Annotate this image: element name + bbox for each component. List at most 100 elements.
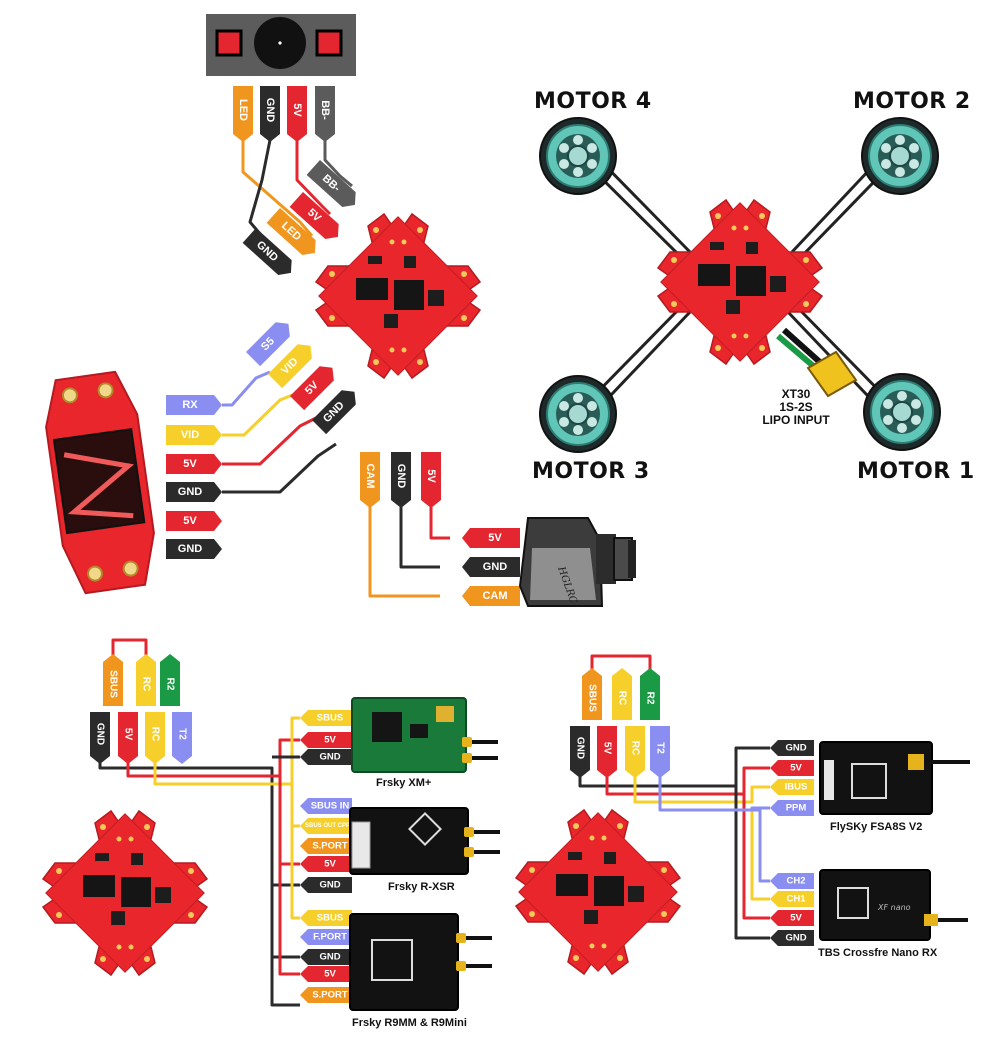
buzzer-pin-bb: BB-	[315, 86, 335, 142]
buzzer-target-bb-0: BB-	[306, 160, 356, 207]
flysky-top-pad-sbus-0-text: SBUS	[587, 684, 598, 712]
buzzer-target-led-2-bg	[266, 208, 316, 255]
frsky-bottom-pad-5v-1-text: 5V	[123, 728, 134, 741]
vtx-pin-5v-2-text: 5V	[183, 458, 197, 470]
frsky-bottom-pad-rc-2: RC	[145, 712, 165, 764]
flysky-bottom-pad-5v-1-text: 5V	[602, 742, 613, 755]
xsr-pin-5v-3: 5V	[300, 856, 352, 872]
frsky-gnd-trunk	[98, 762, 300, 1007]
tbs-pin-5v-2-text: 5V	[790, 913, 802, 924]
frsky-bottom-pad-gnd-0-text: GND	[95, 723, 106, 745]
cam-wire-gnd	[399, 506, 440, 569]
flysky-bottom-pad-rc-2: RC	[625, 726, 645, 778]
r9-pin-5v-3: 5V	[300, 966, 352, 982]
xsr-pin-s-port-2-bg	[300, 838, 352, 854]
buzzer-pin-bb-bg	[315, 86, 335, 142]
xsr-pin-sbus-out-cppm-1-text: SBUS OUT CPPM	[305, 823, 355, 829]
cam-fc-pad-5v-bg	[421, 452, 441, 508]
motor-3	[539, 375, 617, 453]
vtx-pin-gnd-5-bg	[166, 539, 222, 559]
cam-fc-pad-cam-bg	[360, 452, 380, 508]
flysky-top-pad-r2-2-bg	[640, 668, 660, 720]
tbs-pin-ch1-1-bg	[770, 891, 814, 907]
flysky-top-pad-r2-2: R2	[640, 668, 660, 720]
buzzer-target-bb-0-bg	[306, 160, 356, 207]
flysky-bottom-pad-gnd-0: GND	[570, 726, 590, 778]
vtx-pin-rx-0: RX	[166, 395, 222, 415]
cam-pin-5v-text: 5V	[488, 532, 502, 544]
r9-pin-f-port-1-bg	[300, 929, 352, 945]
flysky-bottom-pad-5v-1: 5V	[597, 726, 617, 778]
flysky-top-pad-rc-1-text: RC	[617, 691, 628, 705]
frsky-bottom-pad-t2-3: T2	[172, 712, 192, 764]
vtx-wire-5v	[222, 416, 317, 466]
vtx-fc-pad-5v-bg	[290, 366, 334, 411]
frsky-top-pad-r2-2: R2	[160, 654, 180, 706]
cam-fc-pad-cam-text: CAM	[364, 463, 376, 488]
xm-pin-gnd-2-bg	[300, 749, 352, 765]
buzzer-pin-gnd-bg	[260, 86, 280, 142]
r9-pin-sbus-0-text: SBUS	[317, 913, 343, 924]
frsky-rc-r9	[290, 826, 300, 920]
cam-fc-pad-5v-text: 5V	[425, 469, 437, 483]
vtx-pin-rx-0-text: RX	[182, 399, 198, 411]
r9-pin-s-port-4-bg	[300, 987, 352, 1003]
frsky-bottom-pad-gnd-0-bg	[90, 712, 110, 764]
vtx-pin-5v-2-bg	[166, 454, 222, 474]
tbs-pin-gnd-3-text: GND	[785, 933, 806, 944]
frsky-top-pad-r2-2-bg	[160, 654, 180, 706]
motor-3-label: MOTOR 3	[532, 459, 650, 484]
fsa8s-name: FlySKy FSA8S V2	[830, 821, 922, 833]
r9-pin-f-port-1-text: F.PORT	[313, 932, 347, 943]
xt30-connector	[776, 327, 858, 398]
cam-pin-cam-text: CAM	[482, 590, 507, 602]
r-xsr-receiver	[349, 807, 502, 875]
power-line1: XT30	[782, 387, 811, 401]
cam-wire-5v	[429, 506, 450, 540]
cam-pin-gnd-text: GND	[483, 561, 508, 573]
tbs-name: TBS Crossfre Nano RX	[818, 947, 938, 959]
frsky-top-pad-rc-1-bg	[136, 654, 156, 706]
flysky-5v-tbs	[742, 794, 770, 920]
fs-pin-gnd-0: GND	[770, 740, 814, 756]
cam-fc-pad-gnd-bg	[391, 452, 411, 508]
fs-pin-gnd-0-text: GND	[785, 743, 806, 754]
cam-fc-pad-gnd-text: GND	[395, 464, 407, 489]
tbs-pin-5v-2-bg	[770, 910, 814, 926]
vtx-wires	[222, 370, 337, 494]
vtx-wire-rx	[222, 370, 271, 407]
frsky-bottom-pad-t2-3-bg	[172, 712, 192, 764]
tbs-pin-ch2-0: CH2	[770, 873, 814, 889]
tbs-chip-label: XF nano	[877, 903, 911, 912]
r9-pin-sbus-0: SBUS	[300, 910, 352, 926]
motor-4	[539, 117, 617, 195]
fs-pin-5v-1: 5V	[770, 760, 814, 776]
vtx-wire-vid	[222, 392, 296, 437]
buzzer-wire-5v	[295, 140, 332, 216]
xsr-pin-5v-3-text: 5V	[324, 859, 336, 870]
vtx-wire-gnd	[222, 442, 337, 494]
buzzer-pin-5v: 5V	[287, 86, 307, 142]
xsr-pin-sbus-in-0: SBUS IN	[300, 798, 352, 814]
buzzer-pin-led-bg	[233, 86, 253, 142]
flight-controller-frsky	[42, 810, 208, 976]
cam-fc-pad-5v: 5V	[421, 452, 441, 508]
frsky-rc-xsr	[290, 784, 300, 828]
buzzer-pin-5v-text: 5V	[291, 103, 303, 117]
r9-pin-5v-3-text: 5V	[324, 969, 336, 980]
buzzer-pin-bb-text: BB-	[319, 100, 331, 120]
xm-pin-5v-1-bg	[300, 732, 352, 748]
frsky-bottom-pad-rc-2-text: RC	[150, 727, 161, 741]
cam-fc-pad-cam: CAM	[360, 452, 380, 508]
vtx-pin-5v-4-bg	[166, 511, 222, 531]
tbs-pin-ch2-0-bg	[770, 873, 814, 889]
motor-1-label: MOTOR 1	[857, 459, 975, 484]
xsr-pin-sbus-out-cppm-1: SBUS OUT CPPM	[300, 818, 355, 834]
frsky-bottom-pad-5v-1: 5V	[118, 712, 138, 764]
buzzer-target-led-2: LED	[266, 208, 316, 255]
frsky-wires	[98, 638, 300, 1007]
buzzer-pin-led: LED	[233, 86, 253, 142]
xm-pin-5v-1: 5V	[300, 732, 352, 748]
r9-pin-s-port-4: S.PORT	[300, 987, 352, 1003]
